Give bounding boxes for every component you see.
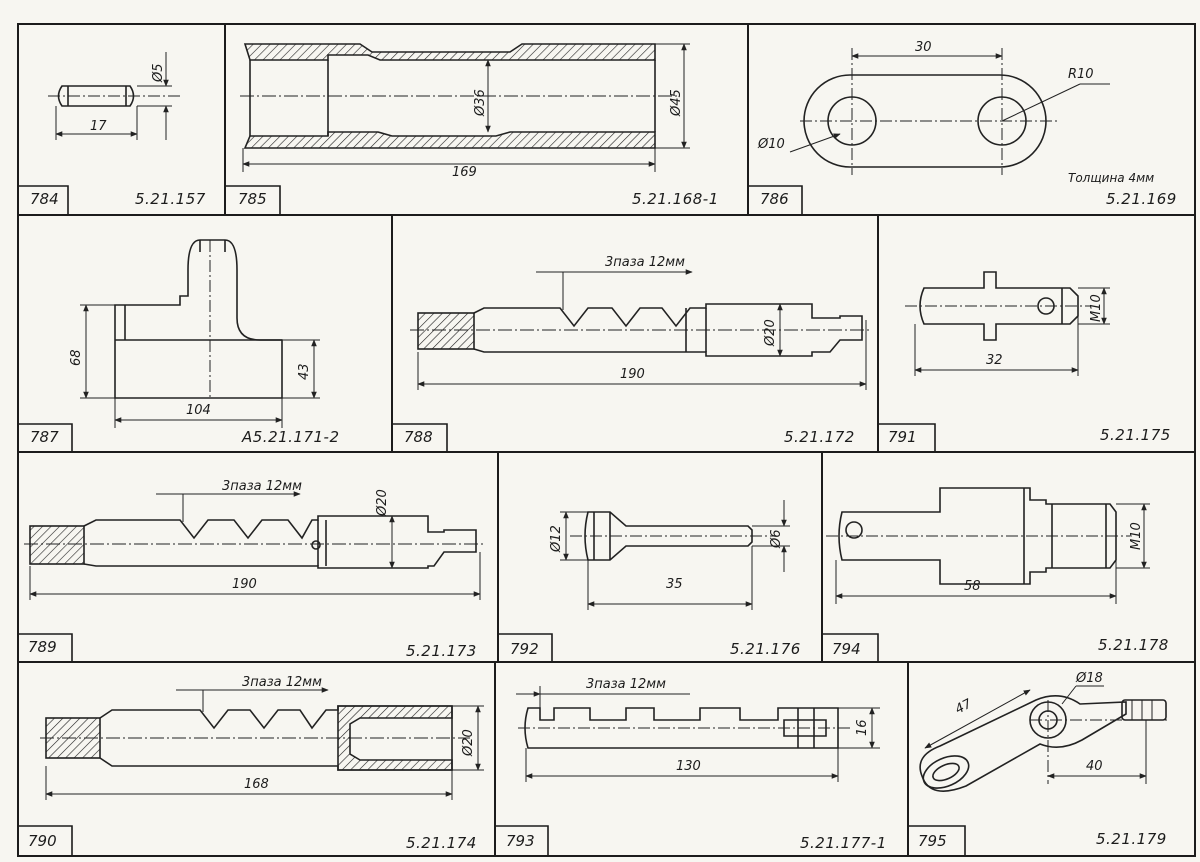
dim-793-height: 16: [855, 719, 870, 736]
part-784-drawing: [48, 52, 180, 140]
part-788-drawing: [410, 269, 870, 390]
part-785-drawing: [240, 43, 690, 172]
dim-788-length: 190: [620, 367, 645, 382]
cell-code-784: 5.21.157: [135, 190, 206, 208]
part-790-drawing: [40, 687, 484, 800]
cell-code-792: 5.21.176: [730, 640, 801, 658]
cell-code-793: 5.21.177-1: [800, 834, 887, 852]
dim-794-thread: М10: [1129, 522, 1144, 550]
cell-code-785: 5.21.168-1: [632, 190, 719, 208]
dim-795-arm-length: 47: [953, 696, 975, 717]
cell-number-789: 789: [28, 638, 57, 656]
cell-number-792: 792: [510, 640, 539, 658]
cell-number-787: 787: [30, 428, 59, 446]
dim-787-height: 68: [69, 349, 84, 366]
cell-number-793: 793: [506, 832, 535, 850]
dim-792-length: 35: [666, 577, 683, 592]
dim-790-length: 168: [244, 777, 269, 792]
cell-code-789: 5.21.173: [406, 642, 477, 660]
note-786-thickness: Толщина 4мм: [1068, 171, 1154, 185]
cell-number-786: 786: [760, 190, 789, 208]
dim-795-hole-diameter: Ø18: [1075, 671, 1103, 686]
cell-number-795: 795: [918, 832, 947, 850]
dim-791-length: 32: [986, 353, 1003, 368]
dim-792-shank-diameter: Ø6: [769, 529, 784, 549]
cell-number-788: 788: [404, 428, 433, 446]
dim-792-head-diameter: Ø12: [549, 525, 564, 553]
dim-791-thread: М10: [1089, 294, 1104, 322]
dim-790-grooves: 3паза 12мм: [242, 675, 322, 690]
cell-number-784: 784: [30, 190, 59, 208]
dim-785-length: 169: [452, 165, 477, 180]
dim-788-grooves: 3паза 12мм: [605, 255, 685, 270]
part-795-drawing: [919, 685, 1170, 792]
cell-code-794: 5.21.178: [1098, 636, 1169, 654]
cell-number-794: 794: [832, 640, 861, 658]
dimension-labels: Ø5 17 Ø36 Ø45 169 30 R10 Ø10 Толщина 4мм…: [69, 40, 1154, 792]
cell-code-788: 5.21.172: [784, 428, 855, 446]
dim-793-length: 130: [676, 759, 701, 774]
dim-794-length: 58: [964, 579, 981, 594]
part-792-drawing: [560, 500, 790, 610]
grid-lines: [17, 23, 1196, 857]
dim-785-outer-diameter: Ø45: [669, 89, 684, 117]
cell-code-787: А5.21.171-2: [242, 428, 340, 446]
cell-number-785: 785: [238, 190, 267, 208]
dim-787-base-height: 43: [297, 363, 312, 380]
dim-789-grooves: 3паза 12мм: [222, 479, 302, 494]
cell-code-795: 5.21.179: [1096, 830, 1167, 848]
cell-code-790: 5.21.174: [406, 834, 477, 852]
dim-788-diameter: Ø20: [763, 319, 778, 347]
cell-number-791: 791: [888, 428, 917, 446]
part-791-drawing: [905, 271, 1110, 376]
cell-code-786: 5.21.169: [1106, 190, 1177, 208]
dim-787-length: 104: [186, 403, 211, 418]
dim-789-diameter: Ø20: [375, 489, 390, 517]
part-789-drawing: [24, 491, 484, 600]
dim-785-inner-diameter: Ø36: [473, 89, 488, 117]
dim-795-offset: 40: [1086, 759, 1103, 774]
dim-786-radius: R10: [1068, 67, 1094, 82]
dim-793-grooves: 3паза 12мм: [586, 677, 666, 692]
dim-784-diameter: Ø5: [151, 63, 166, 83]
dim-784-length: 17: [90, 119, 107, 134]
part-787-drawing: [80, 239, 320, 428]
dim-789-length: 190: [232, 577, 257, 592]
dim-786-center-distance: 30: [915, 40, 932, 55]
cell-number-790: 790: [28, 832, 57, 850]
dim-790-diameter: Ø20: [461, 729, 476, 757]
part-793-drawing: [516, 686, 880, 782]
cell-code-791: 5.21.175: [1100, 426, 1171, 444]
dim-786-hole-diameter: Ø10: [757, 137, 785, 152]
number-boxes: [18, 185, 966, 856]
part-786-drawing: [789, 48, 1110, 175]
part-794-drawing: [826, 487, 1150, 604]
